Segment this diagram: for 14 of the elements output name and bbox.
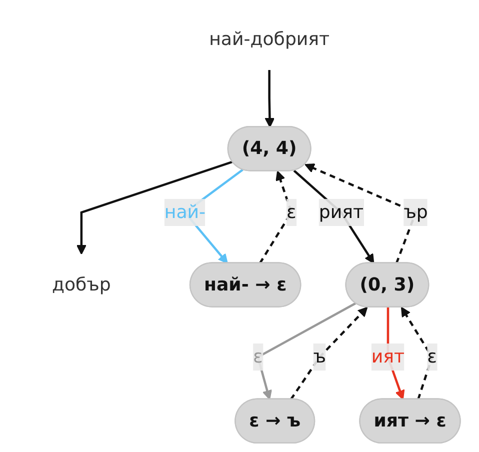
arrow: [290, 306, 368, 400]
edge-label: ъ: [314, 346, 326, 368]
edge-label: ε: [427, 346, 438, 368]
node-text: добър: [52, 273, 112, 295]
node-text: най-добрият: [209, 28, 330, 50]
edge-label: ε: [253, 346, 264, 368]
arrow: [294, 170, 375, 264]
edge-label: ър: [404, 201, 428, 223]
edge-label: ε: [286, 201, 297, 223]
arrow: [76, 160, 234, 255]
arrow: [265, 70, 276, 128]
edge-label: рият: [319, 201, 364, 223]
edge-label: ият: [372, 346, 405, 368]
edge-label: най-: [164, 201, 206, 223]
